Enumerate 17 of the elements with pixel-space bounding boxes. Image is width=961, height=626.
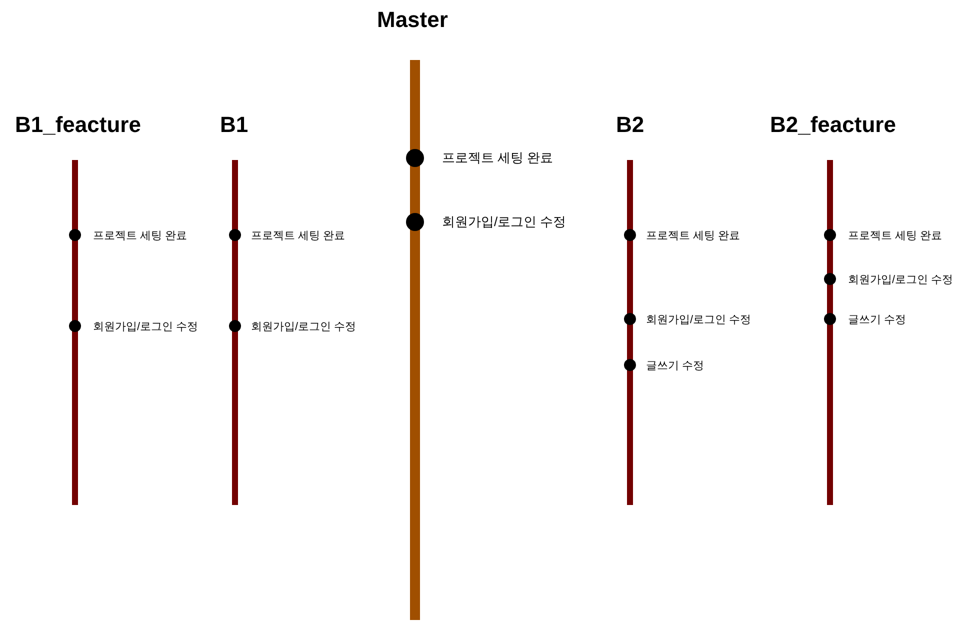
commit-label: 회원가입/로그인 수정 — [251, 320, 356, 334]
commit-label: 프로젝트 세팅 완료 — [93, 228, 188, 242]
commit-label: 프로젝트 세팅 완료 — [251, 228, 346, 242]
branch-heading: Master — [377, 7, 448, 33]
commit-label: 회원가입/로그인 수정 — [442, 213, 566, 231]
commit-label: 회원가입/로그인 수정 — [646, 312, 752, 326]
commit-label: 프로젝트 세팅 완료 — [848, 228, 942, 242]
commit-label: 프로젝트 세팅 완료 — [442, 149, 554, 167]
commit-label: 회원가입/로그인 수정 — [93, 320, 198, 334]
branch-heading: B1_feacture — [15, 112, 141, 138]
commit-label: 글쓰기 수정 — [848, 312, 906, 326]
branch-heading: B2 — [616, 112, 644, 138]
commit-label: 글쓰기 수정 — [646, 358, 704, 372]
branch-heading: B2_feacture — [770, 112, 896, 138]
branch-heading: B1 — [220, 112, 248, 138]
commit-label: 프로젝트 세팅 완료 — [646, 228, 740, 242]
commit-label: 회원가입/로그인 수정 — [848, 272, 954, 286]
